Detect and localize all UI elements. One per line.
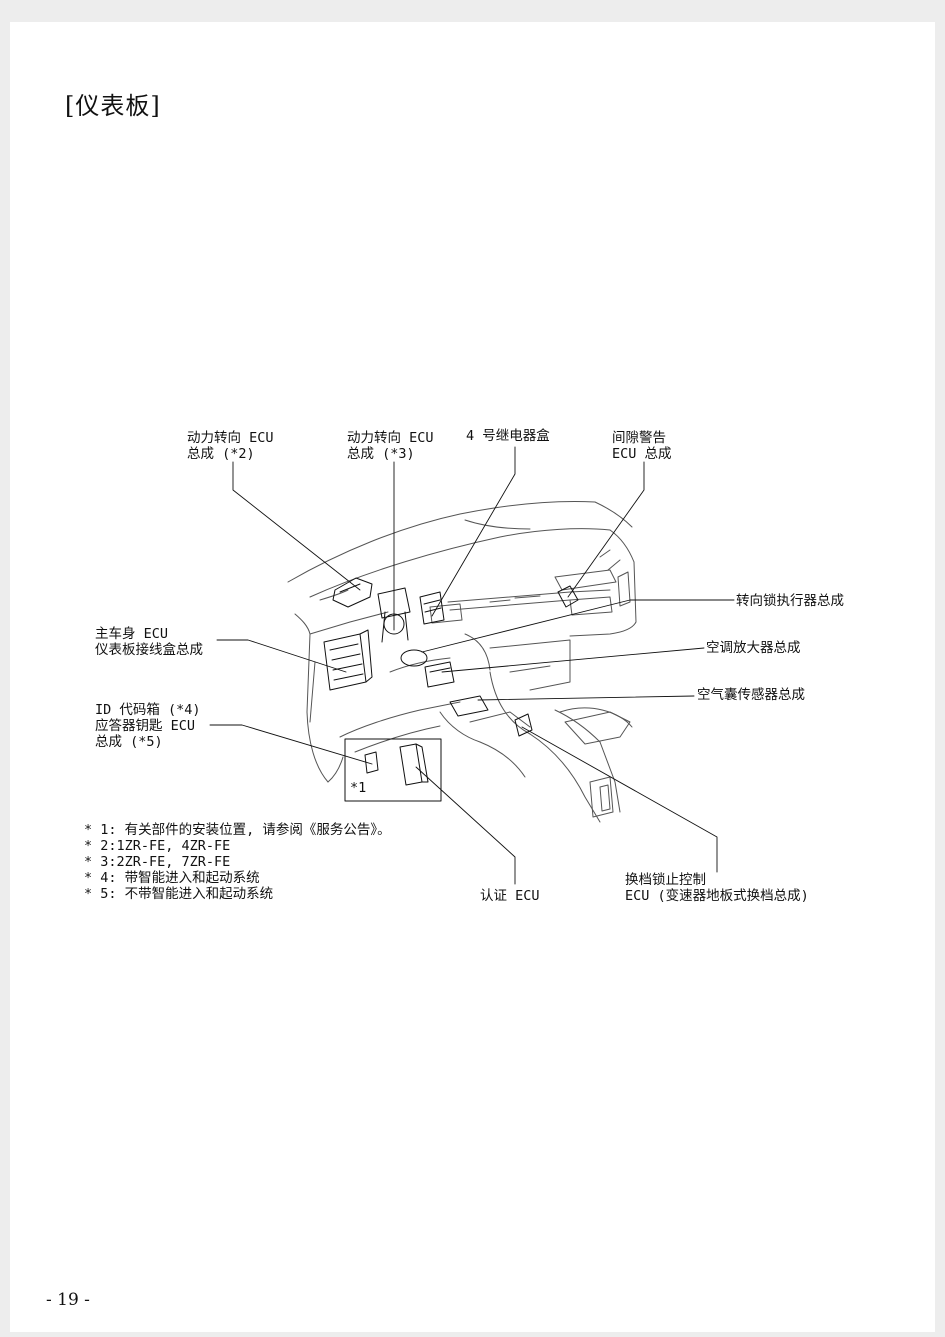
footnote: * 3:2ZR-FE, 7ZR-FE xyxy=(84,854,231,870)
label-power-steering-ecu-3: 动力转向 ECU 总成 (*3) xyxy=(347,430,434,462)
footnote: * 4: 带智能进入和起动系统 xyxy=(84,870,260,886)
label-steering-lock-actuator: 转向锁执行器总成 xyxy=(736,593,844,609)
footnote: * 1: 有关部件的安装位置, 请参阅《服务公告》。 xyxy=(84,822,391,838)
label-inset-marker: *1 xyxy=(350,780,367,796)
footnote: * 2:1ZR-FE, 4ZR-FE xyxy=(84,838,231,854)
document-page: [仪表板] xyxy=(10,22,935,1332)
label-relay-box-4: 4 号继电器盒 xyxy=(466,428,550,444)
label-id-code-box: ID 代码箱 (*4) 应答器钥匙 ECU 总成 (*5) xyxy=(95,702,201,750)
label-ac-amplifier: 空调放大器总成 xyxy=(706,640,801,656)
label-airbag-sensor: 空气囊传感器总成 xyxy=(697,687,805,703)
footnote: * 5: 不带智能进入和起动系统 xyxy=(84,886,274,902)
label-main-body-ecu: 主车身 ECU 仪表板接线盒总成 xyxy=(95,626,203,658)
label-power-steering-ecu-2: 动力转向 ECU 总成 (*2) xyxy=(187,430,274,462)
page-number: - 19 - xyxy=(46,1290,90,1310)
label-certification-ecu: 认证 ECU xyxy=(480,888,540,904)
footnotes: * 1: 有关部件的安装位置, 请参阅《服务公告》。 * 2:1ZR-FE, 4… xyxy=(84,822,391,902)
ecu-components xyxy=(323,577,579,802)
label-clearance-warning-ecu: 间隙警告 ECU 总成 xyxy=(612,430,672,462)
section-title: [仪表板] xyxy=(65,92,161,120)
dashboard-diagram xyxy=(209,446,735,885)
dash-outline xyxy=(287,501,637,823)
label-shift-lock-ecu: 换档锁止控制 ECU (变速器地板式换档总成) xyxy=(625,872,809,904)
leader-lines xyxy=(209,446,735,885)
